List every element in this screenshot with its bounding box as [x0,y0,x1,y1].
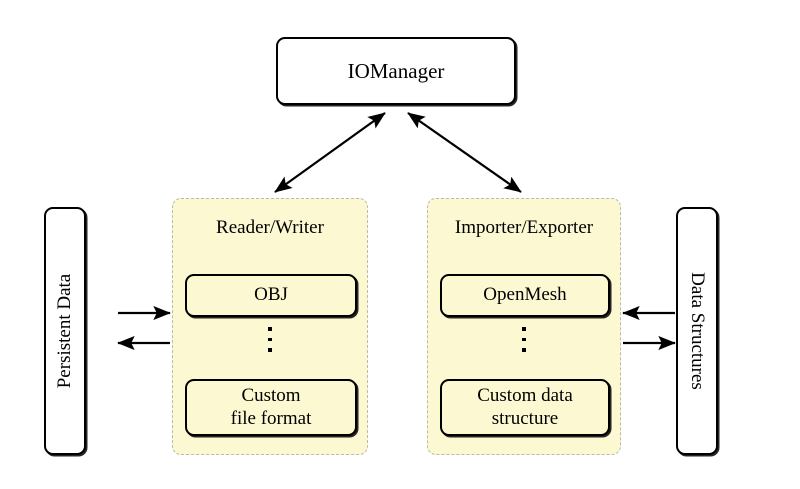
arrow-iomanager-importerexporter [407,112,522,193]
node-custom-data-structure-line1: Custom data [477,384,573,406]
node-custom-file-format-line2: file format [230,407,312,429]
node-persistent-data[interactable]: Persistent Data [44,207,86,455]
arrow-iomanager-readerwriter [274,112,386,193]
node-obj-label: OBJ [254,284,288,306]
node-iomanager-label: IOManager [347,58,445,83]
node-custom-data-structure[interactable]: Custom data structure [440,379,610,436]
panel-importer-exporter-title: Importer/Exporter [454,217,594,238]
node-persistent-data-label: Persistent Data [54,273,75,389]
node-custom-data-structure-line2: structure [491,407,559,429]
ellipsis-reader-writer [173,327,367,352]
node-openmesh[interactable]: OpenMesh [440,274,610,317]
node-iomanager[interactable]: IOManager [276,37,516,105]
node-custom-file-format-line1: Custom [241,384,301,406]
node-custom-file-format[interactable]: Custom file format [185,379,357,436]
panel-reader-writer-title: Reader/Writer [216,217,324,238]
node-obj[interactable]: OBJ [185,274,357,317]
panel-importer-exporter[interactable]: Importer/Exporter OpenMesh Custom data s… [427,198,621,455]
node-custom-file-format-label: Custom file format [231,385,312,431]
node-openmesh-label: OpenMesh [483,284,567,306]
panel-reader-writer[interactable]: Reader/Writer OBJ Custom file format [172,198,368,455]
node-custom-data-structure-label: Custom data structure [477,385,573,431]
ellipsis-importer-exporter [428,327,620,352]
node-data-structures[interactable]: Data Structures [676,207,718,455]
node-data-structures-label: Data Structures [687,272,708,390]
